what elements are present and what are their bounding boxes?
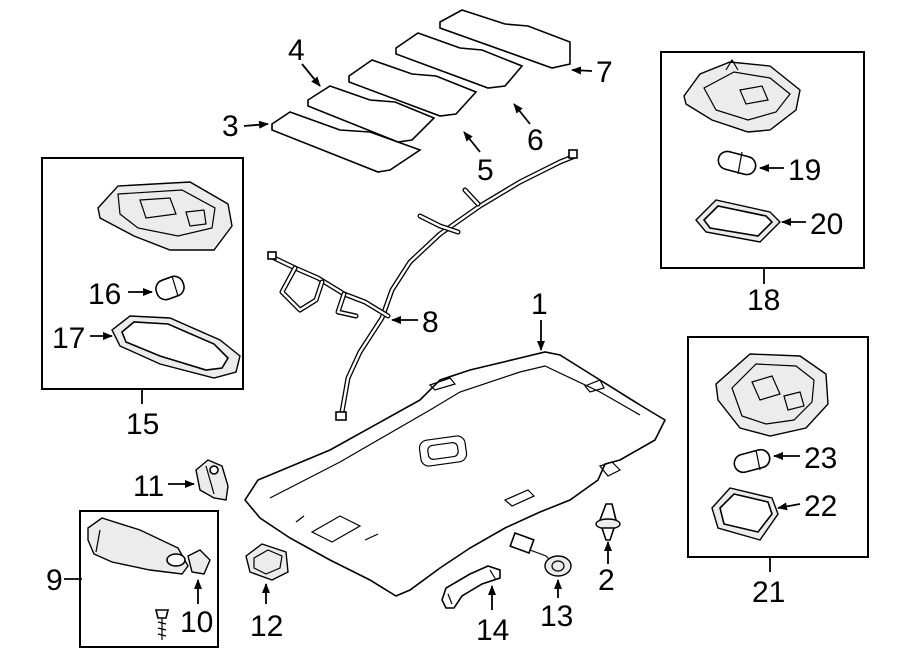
grab-handle-14[interactable] [441, 565, 501, 609]
map-lamp-15[interactable] [97, 181, 233, 251]
clip-11[interactable] [195, 459, 229, 501]
pad-5[interactable] [348, 59, 478, 117]
callout-21: 21 [752, 576, 785, 609]
callout-7: 7 [596, 56, 613, 89]
lens-17[interactable] [111, 315, 241, 379]
callout-3: 3 [222, 110, 239, 143]
callout-20: 20 [810, 208, 843, 241]
callout-12: 12 [250, 610, 283, 643]
callout-8: 8 [422, 306, 439, 339]
callout-22: 22 [804, 490, 837, 523]
lens-20[interactable] [695, 199, 781, 243]
callout-5: 5 [477, 154, 494, 187]
leader-5 [463, 131, 481, 153]
harness-connector-13[interactable] [509, 531, 572, 577]
visor-screw[interactable] [154, 609, 170, 640]
callout-9: 9 [46, 564, 63, 597]
callout-6: 6 [527, 124, 544, 157]
leader-22 [777, 502, 801, 511]
visor-clip-10[interactable] [187, 549, 211, 575]
headliner-1[interactable] [244, 351, 667, 597]
callout-23: 23 [804, 442, 837, 475]
group-box-18 [660, 51, 865, 269]
pad-6[interactable] [395, 32, 524, 89]
pad-3[interactable] [271, 111, 422, 173]
lamp-12[interactable] [245, 543, 289, 581]
callout-19: 19 [788, 154, 821, 187]
callout-11: 11 [133, 470, 164, 503]
callout-16: 16 [88, 278, 121, 311]
bulb-23[interactable] [732, 448, 771, 475]
callout-2: 2 [598, 564, 615, 597]
leader-6 [513, 103, 531, 125]
dome-lamp-18[interactable] [683, 58, 801, 133]
wiring-harness-8[interactable] [267, 149, 578, 421]
callout-10: 10 [180, 606, 213, 639]
lens-22[interactable] [711, 487, 779, 541]
lamp-assembly-21[interactable] [715, 353, 829, 437]
callout-4: 4 [288, 34, 305, 67]
callout-17: 17 [52, 322, 85, 355]
callout-18: 18 [747, 284, 780, 317]
sun-visor-9[interactable] [87, 517, 189, 575]
callout-15: 15 [126, 408, 159, 441]
pad-4[interactable] [307, 85, 436, 143]
callout-13: 13 [540, 600, 573, 633]
callout-14: 14 [476, 614, 509, 647]
callout-1: 1 [531, 288, 548, 321]
bulb-19[interactable] [716, 149, 757, 176]
group-box-21 [687, 336, 869, 558]
bulb-16[interactable] [153, 274, 186, 302]
leader-4 [301, 63, 321, 87]
pad-7[interactable] [439, 9, 571, 69]
clip-2[interactable] [595, 503, 621, 541]
leader-7 [571, 66, 593, 75]
leader-3 [243, 120, 269, 129]
